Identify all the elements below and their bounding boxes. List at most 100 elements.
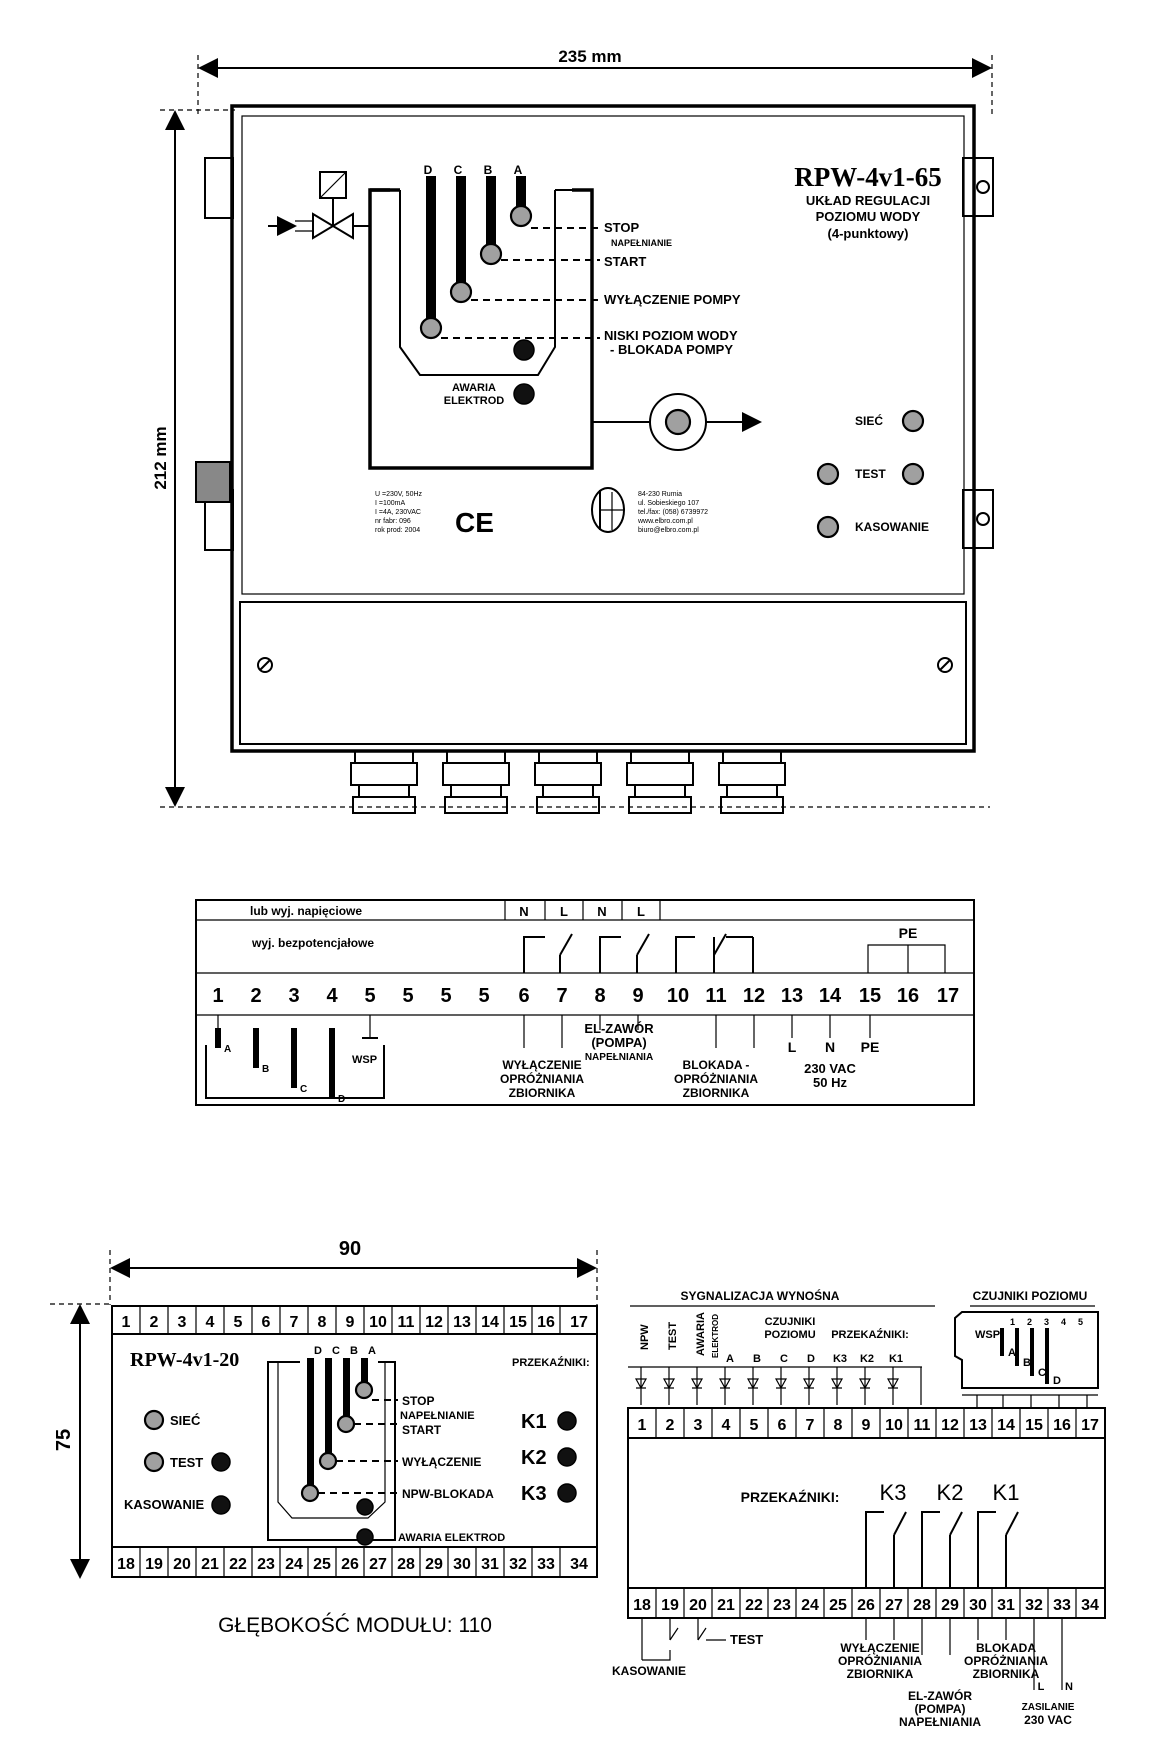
svg-text:I =4A, 230VAC: I =4A, 230VAC xyxy=(375,509,421,516)
level-start: START xyxy=(604,254,646,269)
svg-text:OPRÓŻNIANIA: OPRÓŻNIANIA xyxy=(674,1071,758,1086)
svg-text:20: 20 xyxy=(689,1597,707,1614)
svg-text:18: 18 xyxy=(633,1597,651,1614)
siec-label: SIEĆ xyxy=(855,413,883,428)
svg-text:KASOWANIE: KASOWANIE xyxy=(124,1497,205,1512)
svg-text:B: B xyxy=(262,1064,269,1075)
svg-text:31: 31 xyxy=(481,1556,499,1573)
svg-text:23: 23 xyxy=(257,1556,275,1573)
svg-text:2: 2 xyxy=(150,1314,159,1331)
svg-text:12: 12 xyxy=(941,1417,959,1434)
module-test-led xyxy=(143,1451,165,1473)
svg-text:10: 10 xyxy=(885,1417,903,1434)
svg-text:STOP: STOP xyxy=(402,1394,434,1408)
svg-text:27: 27 xyxy=(369,1556,387,1573)
svg-text:WSP: WSP xyxy=(975,1329,1000,1341)
electrodes: D C B A xyxy=(419,163,535,405)
wiring-top-numbers: 1 2 3 4 5 6 7 8 9 10 11 12 13 14 15 16 1… xyxy=(638,1417,1099,1434)
svg-text:28: 28 xyxy=(913,1597,931,1614)
svg-text:29: 29 xyxy=(425,1556,443,1573)
enclosure-body xyxy=(230,104,976,753)
test-kasowanie-switches xyxy=(641,1618,726,1661)
svg-text:N: N xyxy=(519,904,528,919)
svg-text:OPRÓŻNIANIA: OPRÓŻNIANIA xyxy=(838,1653,922,1668)
module-bottom-numbers: 18 19 20 21 22 23 24 25 26 27 28 29 30 3… xyxy=(117,1556,588,1573)
svg-text:(POMPA): (POMPA) xyxy=(591,1035,646,1050)
module-kasowanie-button[interactable] xyxy=(211,1495,231,1515)
svg-text:nr fabr: 096: nr fabr: 096 xyxy=(375,518,411,525)
svg-text:17: 17 xyxy=(570,1314,588,1331)
svg-text:19: 19 xyxy=(661,1597,679,1614)
sub-wyj-bezpot: wyj. bezpotencjałowe xyxy=(251,936,374,950)
kasowanie-button[interactable] xyxy=(816,515,840,539)
company-logo xyxy=(591,487,625,533)
svg-text:TEST: TEST xyxy=(730,1632,763,1647)
svg-text:KASOWANIE: KASOWANIE xyxy=(612,1664,686,1678)
enclosure-view: 235 mm 212 mm RPW-4v1-65 UKŁ xyxy=(151,47,994,814)
terminal-table: lub wyj. napięciowe N L N L wyj. bezpote… xyxy=(195,899,975,1106)
svg-text:NPW-BLOKADA: NPW-BLOKADA xyxy=(402,1487,494,1501)
svg-text:12: 12 xyxy=(425,1314,443,1331)
svg-text:N: N xyxy=(1065,1681,1073,1693)
svg-text:L: L xyxy=(560,904,568,919)
svg-text:C: C xyxy=(780,1353,788,1365)
svg-text:26: 26 xyxy=(341,1556,359,1573)
svg-text:D: D xyxy=(338,1094,345,1105)
sensor-wiring: A B C D WSP xyxy=(205,1015,385,1105)
svg-text:C: C xyxy=(332,1345,340,1357)
height-dimension-label: 212 mm xyxy=(151,426,170,489)
siec-led xyxy=(901,409,925,433)
svg-text:L: L xyxy=(788,1039,797,1055)
module-view: 90 75 1 2 3 4 5 6 7 8 9 10 11 12 13 14 1… xyxy=(50,1238,598,1637)
svg-text:AWARIA ELEKTROD: AWARIA ELEKTROD xyxy=(398,1532,505,1544)
company-address: 84-230 Rumia ul. Sobieskiego 107 tel./fa… xyxy=(637,491,708,534)
svg-text:ZBIORNIKA: ZBIORNIKA xyxy=(683,1086,750,1100)
svg-text:EL-ZAWÓR: EL-ZAWÓR xyxy=(584,1021,654,1036)
svg-text:15: 15 xyxy=(1025,1417,1043,1434)
svg-text:NAPEŁNIANIA: NAPEŁNIANIA xyxy=(585,1052,653,1063)
svg-text:12: 12 xyxy=(743,985,765,1007)
svg-text:TEST: TEST xyxy=(170,1455,203,1470)
svg-text:rok prod: 2004: rok prod: 2004 xyxy=(375,527,420,534)
svg-text:WYŁĄCZENIE: WYŁĄCZENIE xyxy=(502,1058,581,1072)
svg-text:21: 21 xyxy=(717,1597,735,1614)
spec-block: U =230V, 50Hz I =100mA I =4A, 230VAC nr … xyxy=(375,491,423,534)
svg-text:TEST: TEST xyxy=(667,1322,679,1350)
svg-text:ZBIORNIKA: ZBIORNIKA xyxy=(509,1086,576,1100)
svg-text:OPRÓŻNIANIA: OPRÓŻNIANIA xyxy=(500,1071,584,1086)
svg-text:4: 4 xyxy=(206,1314,215,1331)
led-strip xyxy=(628,1366,922,1405)
svg-text:A: A xyxy=(726,1353,734,1365)
svg-text:5: 5 xyxy=(750,1417,759,1434)
svg-text:32: 32 xyxy=(509,1556,527,1573)
svg-text:K3: K3 xyxy=(880,1480,907,1505)
svg-text:29: 29 xyxy=(941,1597,959,1614)
module-test-button[interactable] xyxy=(211,1452,231,1472)
test-led xyxy=(901,462,925,486)
test-button[interactable] xyxy=(816,462,840,486)
svg-text:28: 28 xyxy=(397,1556,415,1573)
svg-text:K3: K3 xyxy=(833,1353,847,1365)
svg-text:34: 34 xyxy=(1081,1597,1099,1614)
svg-text:7: 7 xyxy=(806,1417,815,1434)
ce-mark: CE xyxy=(455,507,494,538)
svg-text:11: 11 xyxy=(914,1417,931,1434)
svg-text:C: C xyxy=(300,1084,307,1095)
svg-text:A: A xyxy=(368,1345,376,1357)
tank-diagram xyxy=(368,188,594,470)
pump-icon xyxy=(592,393,762,451)
svg-text:K2: K2 xyxy=(937,1480,964,1505)
svg-text:SIEĆ: SIEĆ xyxy=(170,1413,201,1428)
subtitle-line-2: POZIOMU WODY xyxy=(816,209,921,224)
svg-text:9: 9 xyxy=(346,1314,355,1331)
svg-text:7: 7 xyxy=(556,985,567,1007)
svg-text:24: 24 xyxy=(285,1556,303,1573)
module-top-dividers xyxy=(139,1306,561,1577)
svg-text:A: A xyxy=(1008,1347,1016,1359)
svg-text:6: 6 xyxy=(262,1314,271,1331)
electrode-label-b: B xyxy=(484,163,493,177)
svg-text:tel./fax: (058) 6739972: tel./fax: (058) 6739972 xyxy=(638,509,708,516)
pe-label: PE xyxy=(899,925,918,941)
svg-text:25: 25 xyxy=(313,1556,331,1573)
